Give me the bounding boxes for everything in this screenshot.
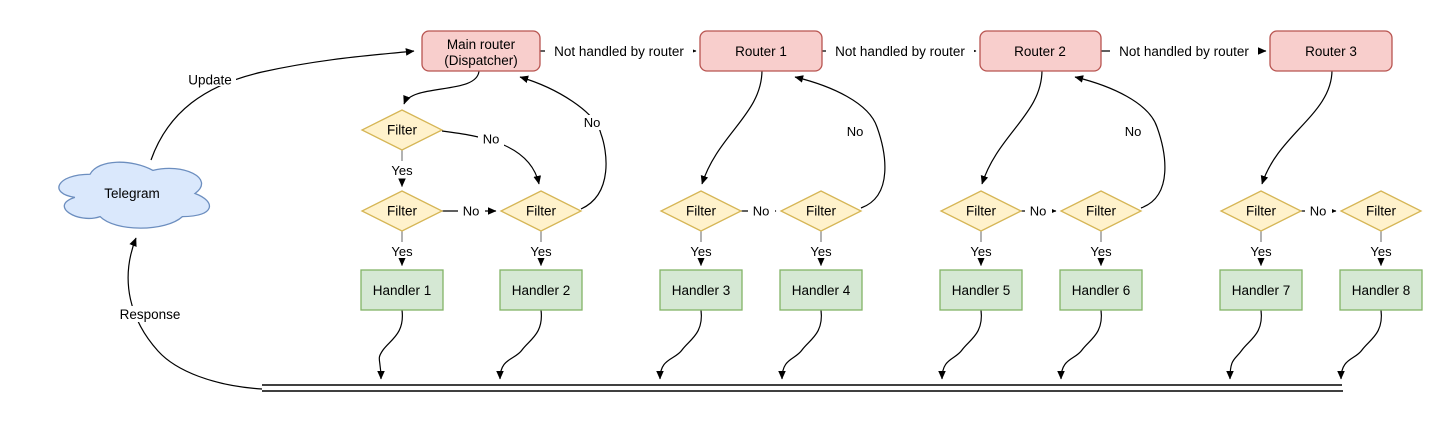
router2-box: [979, 30, 1102, 72]
node-handler-2: Handler 2: [499, 269, 583, 311]
yes-label: Yes: [810, 244, 832, 259]
edge-labels: Update Response Not handled by router No…: [115, 43, 1395, 322]
main-router-label-line1: Main router: [447, 37, 516, 52]
filter-nodes: Filter Filter Filter Filter Filter Filte…: [360, 109, 1423, 232]
node-handler-3: Handler 3: [659, 269, 743, 311]
svg-text:Filter: Filter: [966, 204, 997, 219]
yes-connectors: [398, 231, 1385, 266]
not-handled-label-1: Not handled by router: [554, 44, 684, 59]
edge-response: [127, 237, 263, 390]
svg-text:Filter: Filter: [1086, 204, 1117, 219]
yes-label: Yes: [1370, 244, 1392, 259]
svg-text:Handler 2: Handler 2: [512, 283, 571, 298]
edge-dispatcher-to-filter: [403, 70, 480, 105]
node-filter-3b: Filter: [1059, 190, 1143, 232]
svg-text:Filter: Filter: [387, 123, 418, 138]
not-handled-label-2: Not handled by router: [835, 44, 965, 59]
node-handler-7: Handler 7: [1219, 269, 1303, 311]
edge-router1-to-filter: [700, 69, 763, 185]
main-router-box: [421, 30, 541, 72]
cloud-shape: [58, 161, 211, 229]
node-filter-4a: Filter: [1219, 190, 1303, 232]
router3-label: Router 3: [1305, 44, 1357, 59]
svg-text:Handler 6: Handler 6: [1072, 283, 1131, 298]
no-label: No: [584, 115, 601, 130]
no-label: No: [847, 124, 864, 139]
node-telegram-cloud: Telegram: [58, 161, 211, 229]
svg-text:Filter: Filter: [387, 204, 418, 219]
update-label: Update: [188, 73, 232, 88]
node-handler-4: Handler 4: [779, 269, 863, 311]
no-label: No: [483, 132, 500, 147]
router3-box: [1269, 30, 1393, 72]
node-main-router: Main router (Dispatcher): [421, 30, 541, 72]
node-filter-3a: Filter: [939, 190, 1023, 232]
handler-to-bus-edges: [377, 309, 1382, 380]
yes-label: Yes: [970, 244, 992, 259]
yes-label: Yes: [690, 244, 712, 259]
node-router-3: Router 3: [1269, 30, 1393, 72]
yes-label: Yes: [1090, 244, 1112, 259]
node-handler-5: Handler 5: [939, 269, 1023, 311]
edge-router3-to-filter: [1260, 69, 1333, 185]
svg-text:Handler 7: Handler 7: [1232, 283, 1291, 298]
node-filter-2b: Filter: [779, 190, 863, 232]
no-label: No: [463, 204, 480, 219]
yes-label: Yes: [391, 163, 413, 178]
handler-nodes: Handler 1 Handler 2 Handler 3 Handler 4 …: [360, 269, 1423, 311]
node-router-1: Router 1: [699, 30, 823, 72]
yes-label: Yes: [1250, 244, 1272, 259]
cloud-label: Telegram: [104, 186, 160, 201]
main-router-label-line2: (Dispatcher): [444, 53, 518, 68]
no-label: No: [1125, 124, 1142, 139]
no-label: No: [1030, 204, 1047, 219]
router2-label: Router 2: [1014, 44, 1066, 59]
svg-text:Handler 1: Handler 1: [373, 283, 432, 298]
svg-text:Filter: Filter: [1246, 204, 1277, 219]
no-label: No: [1310, 204, 1327, 219]
yes-label: Yes: [391, 244, 413, 259]
not-handled-label-3: Not handled by router: [1119, 44, 1249, 59]
node-filter-1a: Filter: [360, 190, 444, 232]
node-filter-1b: Filter: [499, 190, 583, 232]
svg-text:Filter: Filter: [526, 204, 557, 219]
router1-label: Router 1: [735, 44, 787, 59]
svg-text:Filter: Filter: [686, 204, 717, 219]
node-filter-dispatcher-top: Filter: [360, 109, 444, 151]
svg-text:Filter: Filter: [1366, 204, 1397, 219]
svg-text:Handler 5: Handler 5: [952, 283, 1011, 298]
edge-filter-no-return-3: [1074, 75, 1166, 209]
node-handler-8: Handler 8: [1339, 269, 1423, 311]
no-label: No: [753, 204, 770, 219]
node-handler-1: Handler 1: [360, 269, 444, 311]
edge-router2-to-filter: [980, 69, 1043, 185]
edge-filter-no-return-1: [519, 75, 607, 210]
router1-box: [699, 30, 823, 72]
edge-update: [150, 48, 415, 161]
node-handler-6: Handler 6: [1059, 269, 1143, 311]
svg-text:Handler 8: Handler 8: [1352, 283, 1411, 298]
svg-text:Filter: Filter: [806, 204, 837, 219]
response-label: Response: [120, 307, 181, 322]
node-router-2: Router 2: [979, 30, 1102, 72]
svg-text:Handler 3: Handler 3: [672, 283, 731, 298]
edge-filter-no-return-2: [794, 75, 886, 209]
yes-label: Yes: [530, 244, 552, 259]
node-filter-2a: Filter: [659, 190, 743, 232]
node-filter-4b: Filter: [1339, 190, 1423, 232]
svg-text:Handler 4: Handler 4: [792, 283, 851, 298]
